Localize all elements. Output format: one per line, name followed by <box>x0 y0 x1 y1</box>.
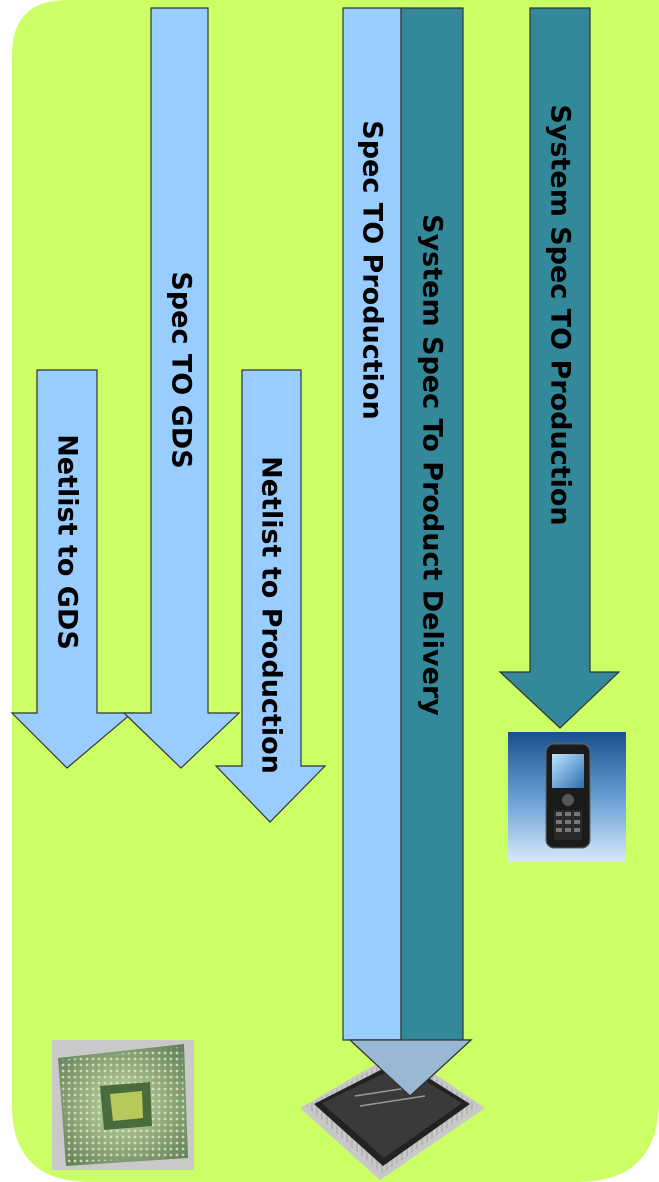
mobile-phone-photo <box>508 732 626 862</box>
arrow-label-spec-to-gds: Spec TO GDS <box>165 271 197 469</box>
arrow-label-netlist-to-gds: Netlist to GDS <box>51 434 83 650</box>
arrow-label-system-spec-to-production: System Spec TO Production <box>544 104 576 526</box>
arrow-netlist-to-gds <box>10 369 134 769</box>
arrow-system-spec-to-production <box>498 7 621 729</box>
arrow-spec-to-gds <box>122 7 241 769</box>
arrow-label-spec-to-production: Spec TO Production <box>356 120 388 420</box>
bga-chip-photo <box>52 1040 194 1170</box>
arrow-label-system-spec-to-product-delivery: System Spec To Product Delivery <box>416 214 448 716</box>
packaged-chip-photo <box>300 1050 485 1180</box>
arrow-netlist-to-production <box>214 369 327 823</box>
arrow-head-overlap <box>348 1039 473 1097</box>
arrow-label-netlist-to-production: Netlist to Production <box>255 456 287 774</box>
